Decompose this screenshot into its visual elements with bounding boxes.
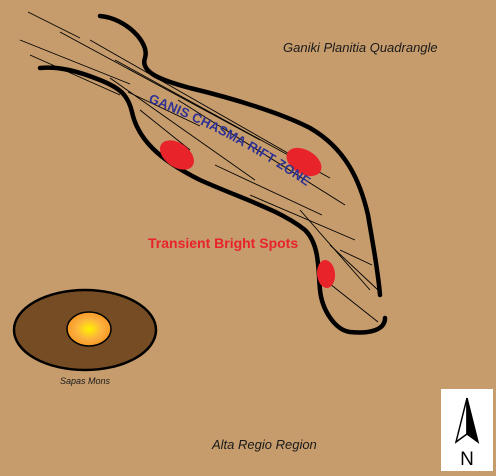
north-letter: N bbox=[460, 449, 474, 470]
fault-line bbox=[89, 39, 301, 161]
rift-zone-outline bbox=[37, 13, 388, 335]
fault-line bbox=[139, 109, 191, 151]
rift-south-boundary bbox=[37, 65, 388, 335]
fault-line bbox=[109, 77, 256, 181]
region-label: Alta Regio Region bbox=[211, 437, 317, 452]
fault-line bbox=[59, 31, 261, 141]
volcano-label: Sapas Mons bbox=[60, 376, 111, 386]
fault-line bbox=[27, 11, 81, 39]
fault-line bbox=[324, 279, 379, 323]
sapas-mons-volcano bbox=[12, 288, 158, 372]
fault-line bbox=[127, 91, 201, 127]
fault-lines bbox=[19, 11, 379, 323]
bright-spot-marker bbox=[286, 147, 322, 177]
quadrangle-label: Ganiki Planitia Quadrangle bbox=[283, 40, 438, 55]
fault-line bbox=[29, 54, 121, 96]
north-arrow-icon: N bbox=[441, 389, 493, 471]
bright-spot-marker bbox=[316, 260, 336, 288]
fault-line bbox=[249, 194, 356, 241]
bright-spot-marker bbox=[159, 140, 195, 170]
fault-line bbox=[19, 39, 131, 85]
fault-line bbox=[214, 164, 323, 216]
bright-spots bbox=[159, 140, 336, 288]
rift-north-boundary bbox=[97, 13, 383, 298]
fault-line bbox=[177, 99, 346, 206]
fault-line bbox=[329, 244, 379, 291]
north-arrow-right bbox=[466, 397, 480, 444]
volcano-summit-hotspot bbox=[66, 311, 112, 347]
bright-spots-label: Transient Bright Spots bbox=[148, 235, 298, 251]
fault-line bbox=[339, 249, 373, 266]
